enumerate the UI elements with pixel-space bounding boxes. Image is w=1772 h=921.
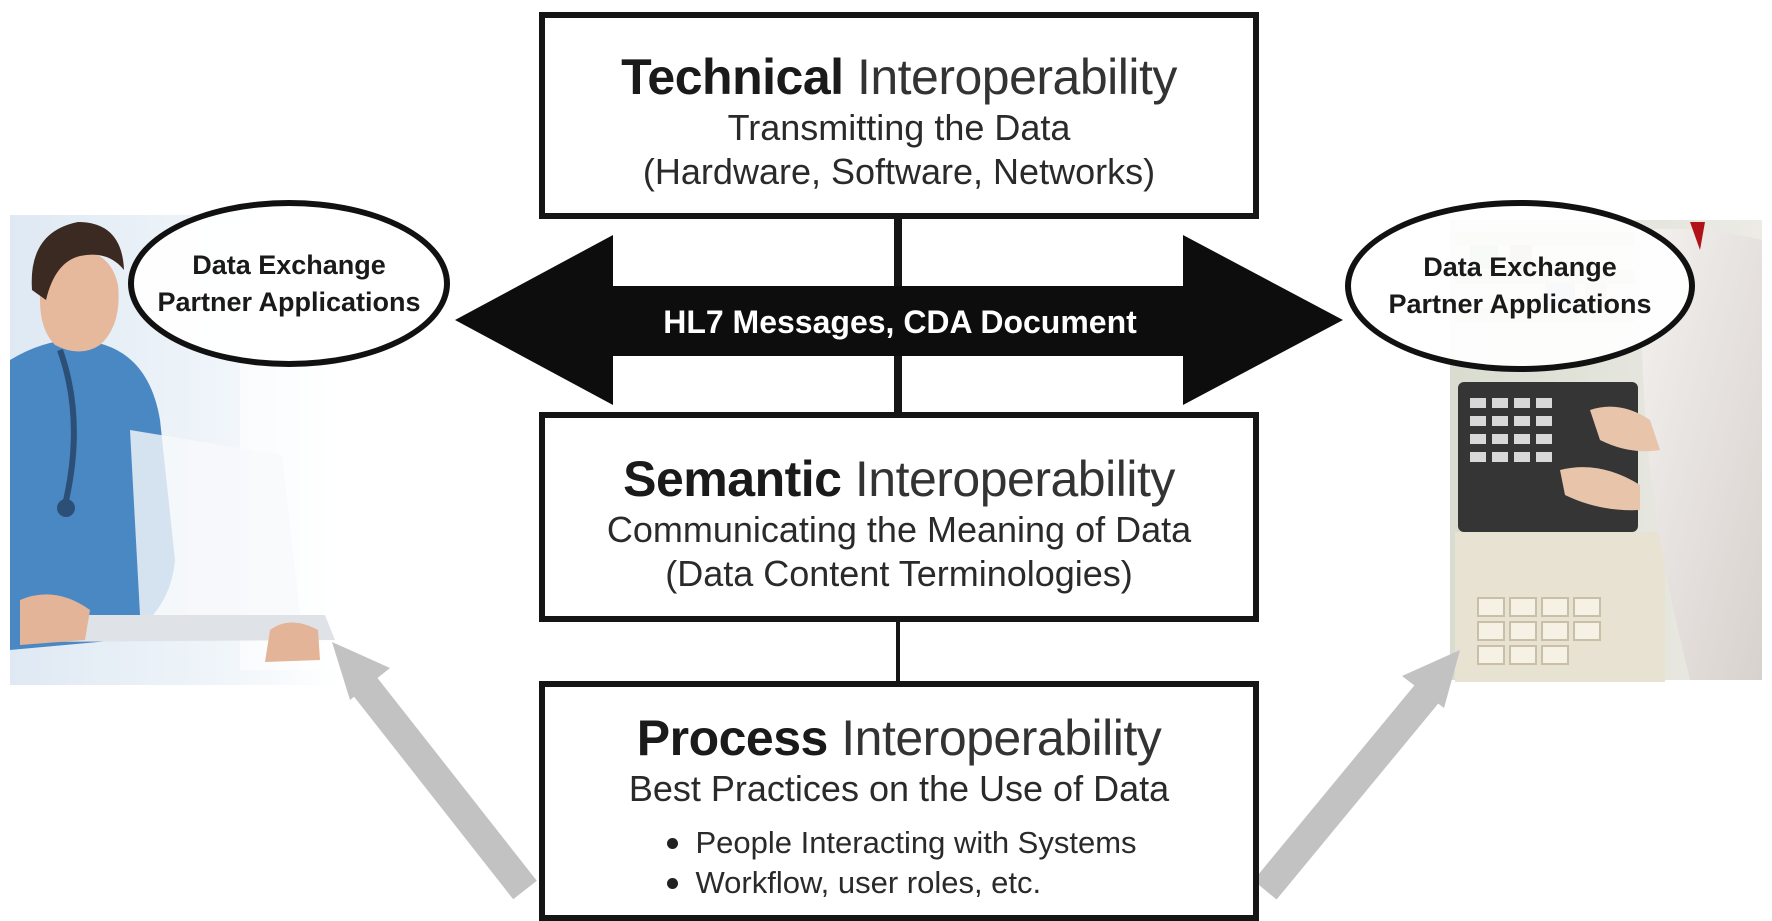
technical-detail: (Hardware, Software, Networks) bbox=[642, 151, 1156, 192]
semantic-subtitle: Communicating the Meaning of Data bbox=[606, 509, 1192, 550]
partner-left-line1: Data Exchange bbox=[192, 249, 386, 280]
process-to-left-arrow bbox=[332, 642, 537, 900]
technical-subtitle: Transmitting the Data bbox=[727, 107, 1071, 148]
partner-applications-right-oval: Data Exchange Partner Applications bbox=[1345, 200, 1695, 372]
partner-left-line2: Partner Applications bbox=[157, 286, 421, 317]
semantic-interoperability-box: Semantic Interoperability Communicating … bbox=[539, 412, 1259, 622]
process-bullet: Workflow, user roles, etc. bbox=[661, 863, 1136, 903]
process-bullet: People Interacting with Systems bbox=[661, 823, 1137, 863]
process-interoperability-box: Process Interoperability Best Practices … bbox=[539, 681, 1259, 921]
process-bullet-text: People Interacting with Systems bbox=[695, 825, 1137, 860]
exchange-arrow-label: HL7 Messages, CDA Document bbox=[663, 304, 1137, 340]
partner-applications-left-oval: Data Exchange Partner Applications bbox=[128, 200, 450, 367]
partner-right-line2: Partner Applications bbox=[1388, 289, 1652, 319]
process-bullet-list: People Interacting with Systems Workflow… bbox=[661, 823, 1137, 903]
technical-interoperability-box: Technical Interoperability Transmitting … bbox=[539, 12, 1259, 219]
bullet-dot-icon bbox=[667, 838, 679, 849]
technical-title: Technical Interoperability bbox=[545, 48, 1253, 106]
data-exchange-double-arrow bbox=[455, 235, 1343, 405]
semantic-detail: (Data Content Terminologies) bbox=[665, 553, 1133, 594]
bullet-dot-icon bbox=[667, 878, 679, 889]
technical-title-strong: Technical bbox=[621, 49, 844, 105]
semantic-title: Semantic Interoperability bbox=[545, 450, 1253, 508]
partner-right-line1: Data Exchange bbox=[1423, 252, 1617, 282]
process-title-rest: Interoperability bbox=[841, 710, 1162, 766]
semantic-title-rest: Interoperability bbox=[854, 451, 1175, 507]
process-title: Process Interoperability bbox=[545, 709, 1253, 767]
process-to-right-arrow bbox=[1253, 650, 1460, 900]
semantic-title-strong: Semantic bbox=[623, 451, 842, 507]
process-title-strong: Process bbox=[636, 710, 829, 766]
process-subtitle: Best Practices on the Use of Data bbox=[628, 768, 1170, 809]
technical-title-rest: Interoperability bbox=[856, 49, 1177, 105]
process-bullet-text: Workflow, user roles, etc. bbox=[695, 865, 1042, 900]
